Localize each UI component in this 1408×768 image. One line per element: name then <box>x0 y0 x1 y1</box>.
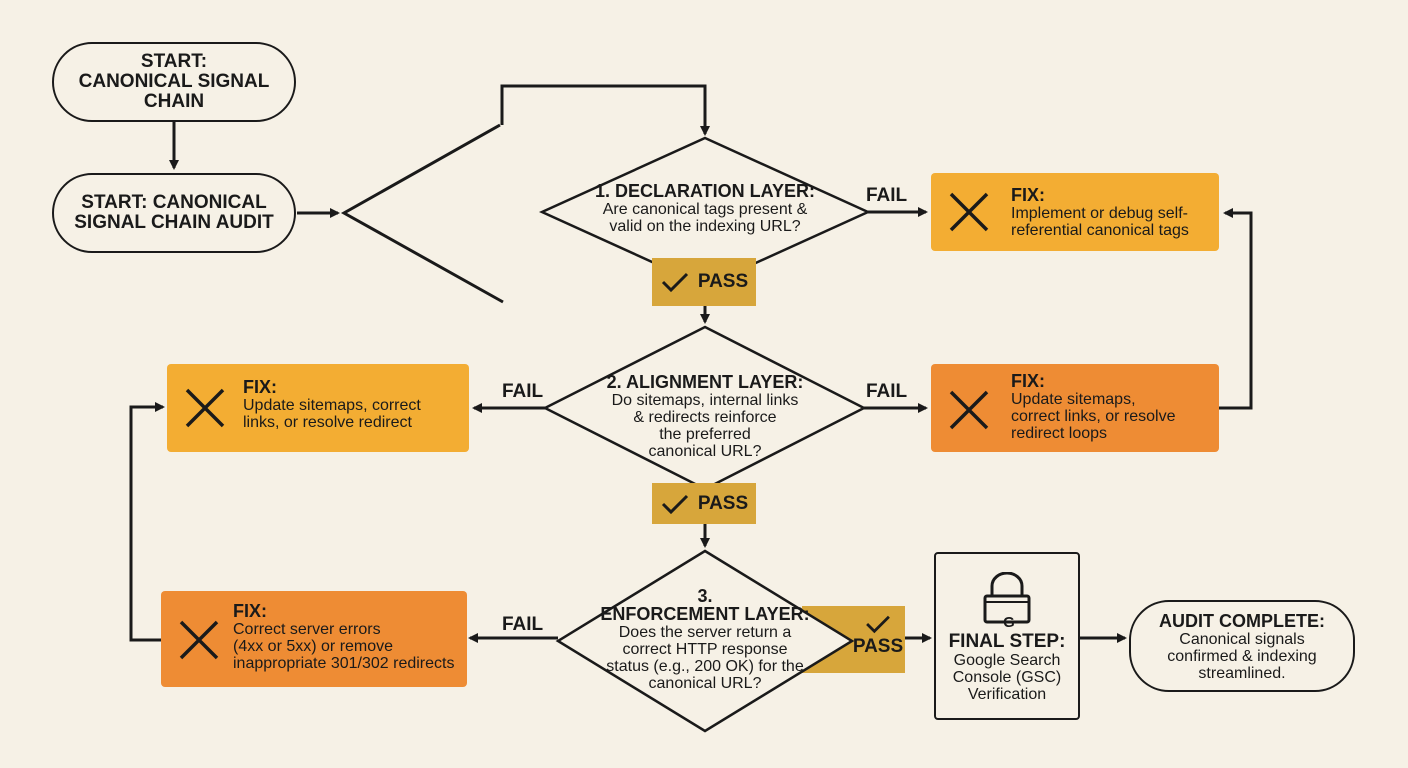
start-audit-node: START: CANONICAL SIGNAL CHAIN AUDIT <box>52 173 296 253</box>
x-mark-icon <box>949 390 989 430</box>
x-mark-icon <box>949 192 989 232</box>
pass-badge-3-content: PASS <box>848 612 908 672</box>
fail-label-d1: FAIL <box>866 185 908 206</box>
fail-label-d2-right: FAIL <box>866 381 908 402</box>
check-icon <box>866 615 890 634</box>
x-mark-icon <box>179 620 219 660</box>
fix-box-declaration: FIX: Implement or debug self- referentia… <box>931 173 1219 251</box>
decision-1-text: 1. DECLARATION LAYER: Are canonical tags… <box>594 181 816 235</box>
x-mark-icon <box>185 388 225 428</box>
fix-box-alignment-left: FIX: Update sitemaps, correct links, or … <box>167 364 469 452</box>
edge-fix3-fix1 <box>1219 208 1253 410</box>
fix-box-alignment-right: FIX: Update sitemaps, correct links, or … <box>931 364 1219 452</box>
pass-badge-1: PASS <box>652 258 756 306</box>
audit-complete-node: AUDIT COMPLETE: Canonical signals confir… <box>1129 600 1355 692</box>
fail-label-d3: FAIL <box>502 614 544 635</box>
final-step-box: G FINAL STEP: Google Search Console (GSC… <box>934 552 1080 720</box>
gsc-lock-icon <box>983 572 1031 624</box>
check-icon <box>661 494 688 514</box>
edge-loop-d1 <box>500 84 710 136</box>
pass-badge-2: PASS <box>652 483 756 524</box>
edge-fix4-fix2 <box>129 402 165 642</box>
fix-box-enforcement: FIX: Correct server errors (4xx or 5xx) … <box>161 591 467 687</box>
start-node: START: CANONICAL SIGNAL CHAIN <box>52 42 296 122</box>
decision-2-text: 2. ALIGNMENT LAYER: Do sitemaps, interna… <box>606 372 804 460</box>
fail-label-d2-left: FAIL <box>502 381 544 402</box>
chevron-shape <box>340 123 504 304</box>
decision-3-text: 3. ENFORCEMENT LAYER: Does the server re… <box>600 586 810 692</box>
check-icon <box>661 272 688 293</box>
decision-diamond-3 <box>555 549 855 733</box>
